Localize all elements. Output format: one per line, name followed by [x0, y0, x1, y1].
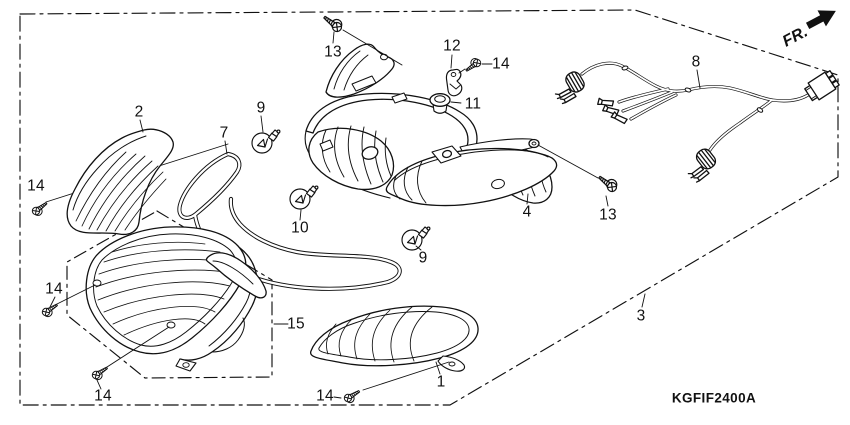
callout-11[interactable]: 11	[464, 95, 482, 113]
leader-lines	[49, 29, 701, 399]
callout-12[interactable]: 12	[443, 37, 461, 55]
bulb-9-upper	[251, 129, 281, 154]
callout-2[interactable]: 2	[134, 103, 144, 121]
fr-label: FR.	[780, 23, 811, 50]
screw-13-top	[321, 11, 346, 34]
callout-9-upper[interactable]: 9	[256, 99, 266, 117]
screw-14-left-upper	[30, 199, 51, 219]
clip-12	[445, 68, 463, 97]
lower-lens-1	[310, 305, 479, 372]
grommet-11	[429, 93, 451, 114]
screw-14-left-middle	[40, 301, 61, 320]
callout-14-top[interactable]: 14	[492, 55, 510, 73]
callout-15[interactable]: 15	[287, 315, 305, 333]
screw-14-top	[462, 55, 483, 75]
fr-direction-indicator: FR.	[780, 10, 836, 51]
callout-14-left-upper[interactable]: 14	[27, 177, 45, 195]
upper-lens-2	[66, 128, 174, 236]
harness-tie-marks	[621, 65, 764, 113]
callout-13-top[interactable]: 13	[324, 43, 342, 61]
callout-9-lower[interactable]: 9	[418, 249, 428, 267]
callout-14-bottom-left[interactable]: 14	[94, 387, 112, 405]
subassembly-box-15	[66, 210, 273, 379]
callout-3[interactable]: 3	[636, 307, 646, 325]
bulb-socket-lower	[684, 144, 722, 184]
fr-arrow-icon	[805, 10, 836, 29]
callout-4[interactable]: 4	[522, 203, 532, 221]
callout-1[interactable]: 1	[436, 373, 446, 391]
callout-7[interactable]: 7	[219, 124, 229, 142]
diagram-code: KGFIF2400A	[671, 390, 757, 406]
callout-8[interactable]: 8	[691, 53, 701, 71]
screw-13-right	[596, 171, 621, 194]
bulb-10	[289, 185, 319, 210]
assembly-boundary-frame	[19, 9, 839, 406]
housing-assembly-4	[304, 43, 558, 207]
callout-14-bottom-center[interactable]: 14	[316, 387, 334, 405]
callout-14-left-middle[interactable]: 14	[45, 280, 63, 298]
harness-connector	[804, 70, 840, 102]
taillight-unit-15	[85, 226, 267, 372]
bulb-9-lower	[401, 226, 431, 251]
screw-14-bottom-left	[90, 364, 111, 383]
callout-13-right[interactable]: 13	[599, 206, 617, 224]
wire-harness-8	[554, 61, 840, 184]
callout-10[interactable]: 10	[291, 219, 309, 237]
screw-14-bottom-center	[342, 387, 363, 406]
